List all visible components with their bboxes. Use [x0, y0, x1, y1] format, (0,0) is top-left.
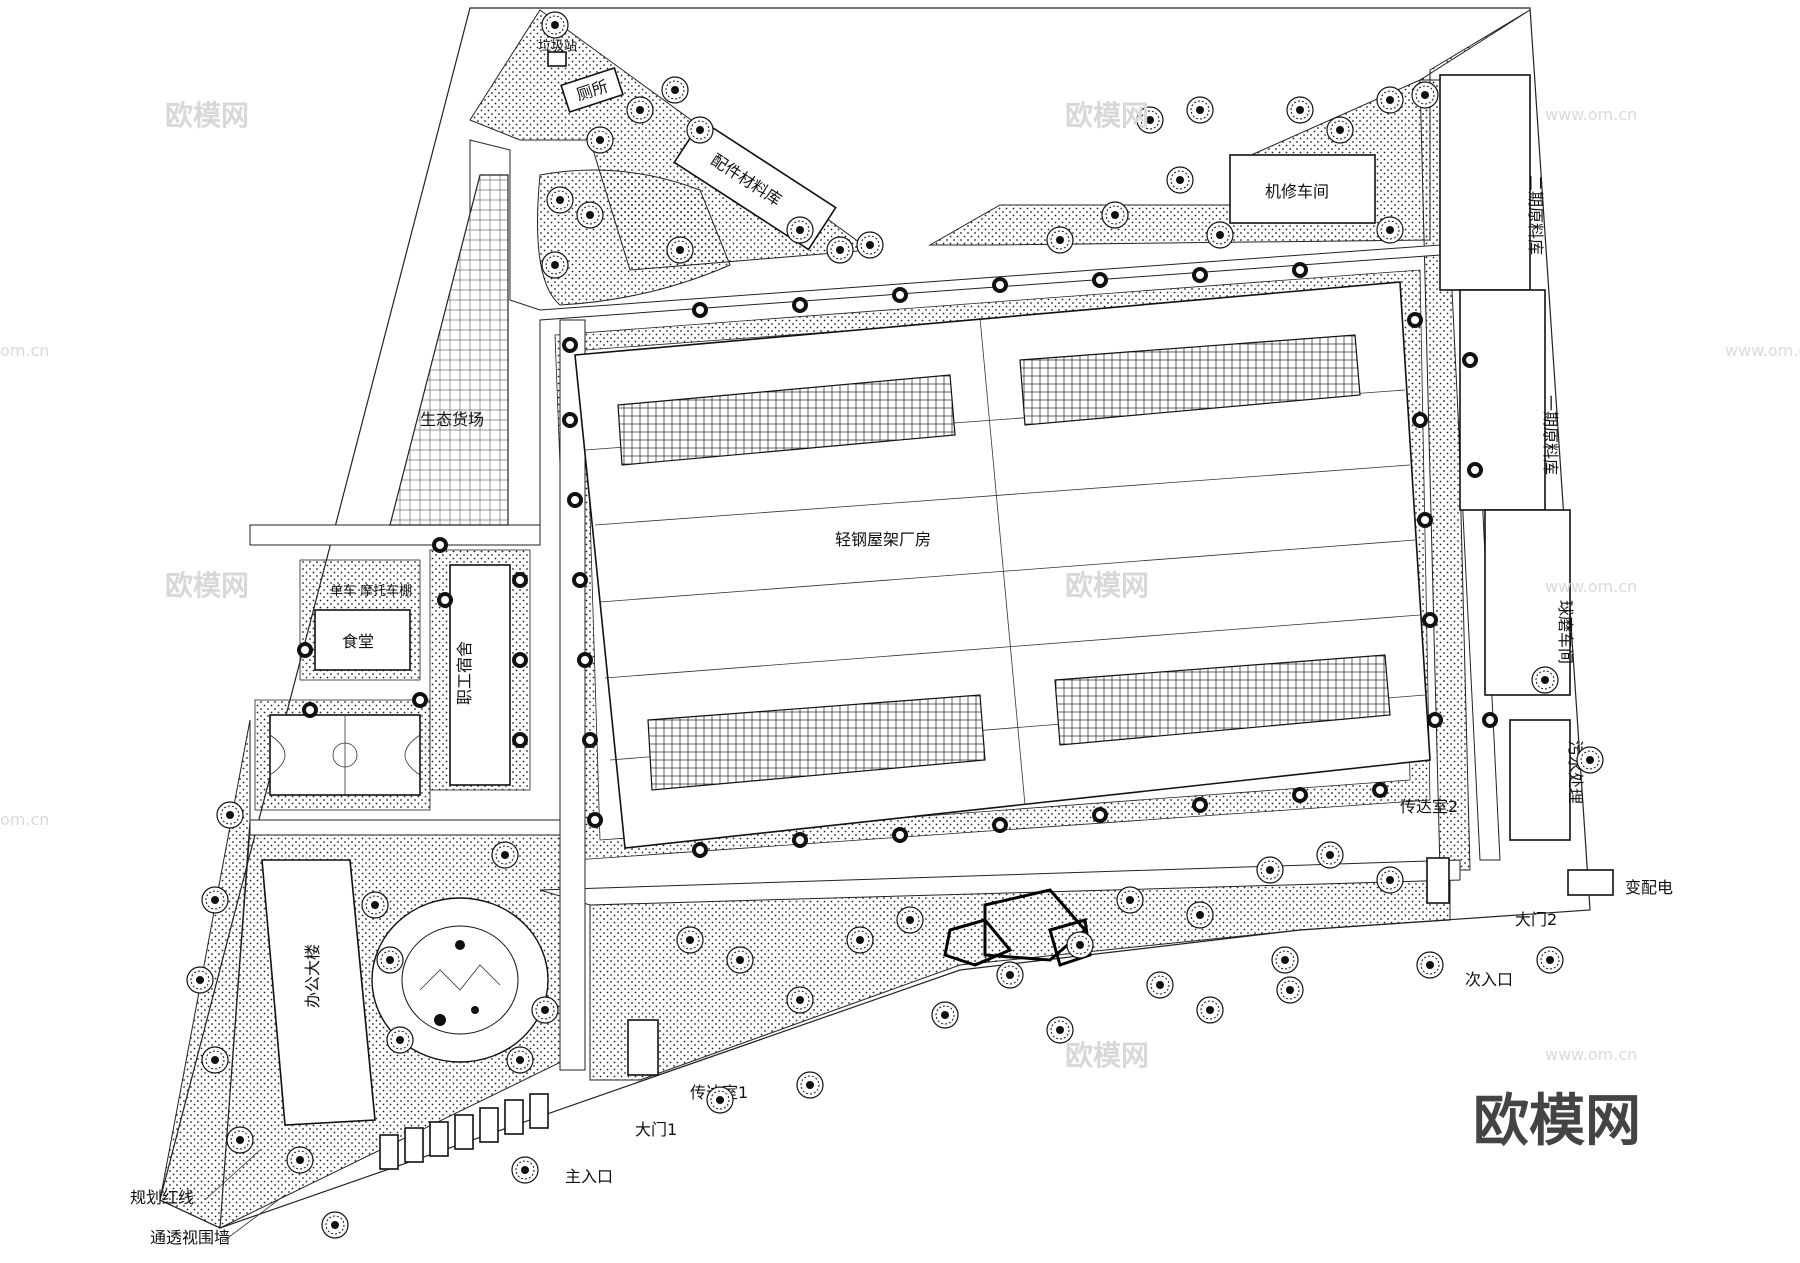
solar-array-ne	[1019, 334, 1361, 426]
fence-label: 通透视围墙	[150, 1228, 230, 1247]
substation-label: 变配电	[1625, 878, 1673, 897]
eco-yard-label: 生态货场	[420, 410, 484, 429]
dormitory-label: 职工宿舍	[455, 641, 474, 705]
watermark-url-6: www.om.cn	[1545, 1045, 1637, 1064]
watermark-url-3: www.om.cn	[1725, 341, 1800, 360]
gate-2-label: 大门2	[1515, 910, 1557, 929]
watermark-url-2: om.cn	[0, 341, 49, 360]
guard-room-2-label: 传达室2	[1400, 797, 1458, 816]
canteen-building	[314, 609, 411, 671]
bike-shed-label: 单车 摩托车棚	[330, 583, 412, 599]
canteen-label: 食堂	[342, 632, 374, 651]
repair-shop-building	[1229, 154, 1376, 224]
landscape-south-band	[589, 874, 1451, 1081]
central-plaza	[371, 897, 549, 1063]
grinding-shop-label: 球磨车间	[1556, 600, 1575, 664]
repair-shop-label: 机修车间	[1265, 182, 1329, 201]
watermark-1: 欧模网	[165, 99, 249, 132]
watermark-5: 欧模网	[1065, 1039, 1149, 1072]
substation-building	[1567, 869, 1614, 896]
eco-yard	[389, 174, 509, 526]
solar-array-nw	[617, 374, 956, 466]
site-boundary	[159, 7, 1591, 1229]
solar-array-se	[1054, 654, 1391, 746]
parking-lot	[379, 1093, 549, 1170]
watermark-url-1: www.om.cn	[1545, 105, 1637, 124]
brand-logo: 欧模网	[1473, 1089, 1641, 1154]
grinding-shop-building	[1484, 509, 1571, 696]
office-building	[261, 859, 376, 1126]
watermark-3: 欧模网	[165, 569, 249, 602]
secondary-entrance-label: 次入口	[1465, 970, 1513, 989]
watermark-4: 欧模网	[1065, 569, 1149, 602]
main-factory-label: 轻钢屋架厂房	[835, 530, 931, 549]
main-entrance-label: 主入口	[565, 1167, 613, 1186]
raw-store-2-label: 二期原料库	[1526, 175, 1545, 255]
dormitory-building	[449, 564, 511, 786]
garbage-station-label: 垃圾站	[538, 39, 577, 54]
raw-store-1-label: 一期原料库	[1541, 395, 1560, 475]
red-line-label: 规划红线	[130, 1188, 194, 1207]
raw-store-2-building	[1439, 74, 1531, 291]
guard-room-2-building	[1426, 857, 1450, 904]
watermark-url-4: www.om.cn	[1545, 577, 1637, 596]
watermark-url-5: om.cn	[0, 810, 49, 829]
gate-1-label: 大门1	[635, 1120, 677, 1139]
toilet-building	[560, 67, 624, 113]
garbage-station-building	[547, 51, 567, 67]
main-factory: 轻钢屋架厂房	[574, 281, 1431, 849]
basketball-court	[269, 714, 421, 796]
guard-room-1-building	[627, 1019, 659, 1076]
solar-array-sw	[647, 694, 986, 791]
sewage-building	[1509, 719, 1571, 841]
watermark-2: 欧模网	[1065, 99, 1149, 132]
office-label: 办公大楼	[303, 944, 322, 1008]
